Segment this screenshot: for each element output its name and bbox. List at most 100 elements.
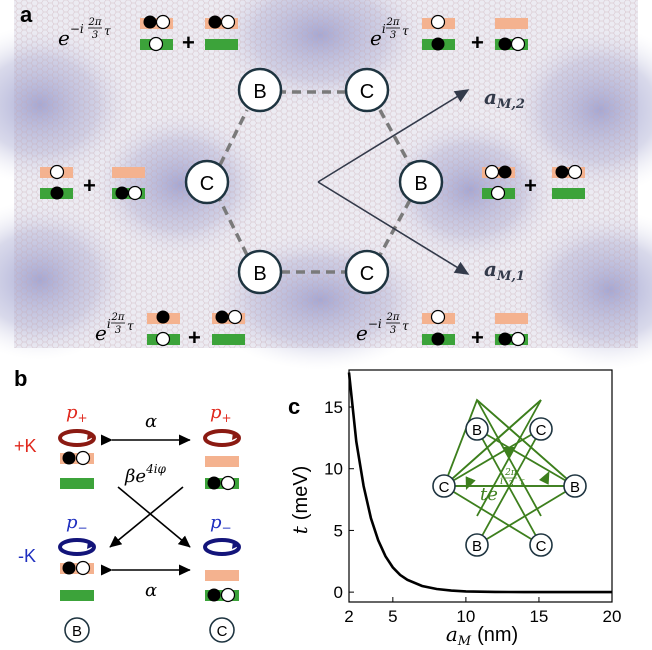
svg-text:2π: 2π: [386, 17, 400, 28]
inset-site-c-left: C: [432, 474, 456, 498]
vector-a-m2-arrow: [317, 89, 470, 183]
p-minus-label-right: p−: [210, 512, 232, 535]
svg-text:C: C: [360, 81, 374, 103]
y-tick-label: 15: [324, 398, 343, 417]
svg-text:+: +: [182, 30, 195, 55]
svg-text:3: 3: [115, 325, 121, 336]
site-c-left: C: [184, 159, 230, 205]
svg-text:3: 3: [390, 30, 396, 41]
x-tick-label: 10: [456, 607, 475, 626]
state-mid-right: +: [482, 164, 585, 201]
svg-text:+: +: [471, 30, 484, 55]
inset-site-b-bottom: B: [465, 533, 489, 557]
svg-text:3: 3: [92, 30, 98, 41]
beta-arrow-1: [109, 486, 184, 548]
panel-a: a B C C B B: [0, 0, 652, 370]
svg-text:2π: 2π: [111, 312, 125, 323]
svg-text:C: C: [217, 623, 228, 640]
svg-text:τ: τ: [402, 319, 409, 333]
x-tick-label: 20: [603, 607, 622, 626]
site-b-right: B: [398, 159, 444, 205]
svg-text:τ: τ: [127, 319, 134, 333]
svg-text:C: C: [536, 422, 547, 439]
svg-text:te: te: [480, 484, 498, 505]
svg-text:C: C: [360, 263, 374, 285]
svg-text:2π: 2π: [88, 17, 102, 28]
state-bottom-right: e−i 2π 3 τ +: [356, 309, 528, 350]
svg-text:2π: 2π: [386, 312, 400, 323]
svg-text:2π: 2π: [504, 468, 518, 478]
panel-b: b p+ p+ +K α α βe4iφ: [14, 366, 241, 643]
vector-a-m2-label: aM,2: [484, 85, 525, 112]
svg-text:+: +: [188, 325, 201, 350]
svg-text:B: B: [472, 422, 482, 439]
y-tick-label: 0: [334, 583, 343, 602]
svg-text:B: B: [472, 538, 482, 555]
svg-text:τ: τ: [104, 24, 111, 38]
beta-label: βe4iφ: [124, 462, 167, 487]
panel-a-label: a: [20, 2, 33, 27]
site-c-bottom: C: [344, 249, 390, 295]
panel-c-label: c: [288, 394, 300, 419]
beta-arrow-2: [117, 486, 191, 548]
x-tick-label: 2: [344, 607, 353, 626]
alpha-label-top: α: [145, 411, 157, 432]
vector-a-m1-arrow: [317, 181, 470, 275]
svg-text:C: C: [439, 479, 450, 496]
x-axis-label: aM(nm): [446, 622, 518, 649]
alpha-label-bottom: α: [145, 580, 157, 601]
svg-text:C: C: [536, 538, 547, 555]
svg-text:+: +: [471, 325, 484, 350]
state-top-left: e−i 2π 3 τ +: [58, 14, 238, 55]
svg-text:B: B: [570, 479, 580, 496]
hopping-curve: [347, 372, 612, 594]
svg-text:ei: ei: [370, 22, 386, 50]
site-c-label-panel-b: C: [209, 617, 235, 643]
inset-site-b-right: B: [563, 474, 587, 498]
inset-site-b-top: B: [465, 417, 489, 441]
x-tick-label: 5: [388, 607, 397, 626]
svg-text:B: B: [253, 263, 266, 285]
valley-minus-label: -K: [18, 546, 36, 566]
svg-text:ei: ei: [95, 317, 111, 345]
svg-text:B: B: [414, 173, 427, 195]
svg-text:+: +: [524, 173, 537, 198]
panel-b-label: b: [14, 366, 27, 391]
orbit-icon-p-plus-left: [58, 429, 96, 447]
svg-text:e−i: e−i: [356, 317, 382, 345]
svg-text:i: i: [500, 476, 503, 487]
svg-text:τ: τ: [402, 24, 409, 38]
svg-text:3: 3: [508, 480, 514, 490]
state-mid-left: +: [40, 164, 145, 201]
vector-a-m1-label: aM,1: [484, 257, 525, 284]
dashed-hexagon: [218, 90, 412, 274]
svg-text:C: C: [200, 173, 214, 195]
inset-hopping-label: te i 2π 3 τ: [480, 468, 525, 505]
y-axis-label: t(meV): [288, 466, 312, 535]
svg-text:B: B: [253, 81, 266, 103]
inset-site-c-bottom: C: [529, 533, 553, 557]
inset-site-c-top: C: [529, 417, 553, 441]
p-minus-label-left: p−: [66, 512, 88, 535]
state-bottom-left: ei 2π 3 τ +: [95, 309, 245, 350]
hexagonal-lattice: [14, 0, 638, 348]
panel-c: c 2 5 10 15 20 0 5 10 15 t(meV) aM(nm): [288, 369, 621, 649]
site-c-top: C: [344, 67, 390, 113]
x-tick-label: 15: [529, 607, 548, 626]
x-axis-ticks: 2 5 10 15 20: [344, 597, 621, 626]
orbit-icon-p-minus-right: [203, 538, 241, 556]
site-b-label-panel-b: B: [64, 617, 90, 643]
state-top-right: ei 2π 3 τ +: [370, 14, 528, 55]
svg-text:3: 3: [390, 325, 396, 336]
phase-factor: e−i: [58, 22, 84, 50]
site-b-bottom: B: [237, 249, 283, 295]
site-b-top: B: [237, 67, 283, 113]
orbit-icon-p-plus-right: [203, 429, 241, 447]
svg-text:B: B: [72, 623, 82, 640]
y-tick-label: 5: [334, 521, 343, 540]
valley-plus-label: +K: [14, 436, 37, 456]
svg-text:τ: τ: [519, 477, 525, 488]
orbit-icon-p-minus-left: [58, 538, 96, 556]
